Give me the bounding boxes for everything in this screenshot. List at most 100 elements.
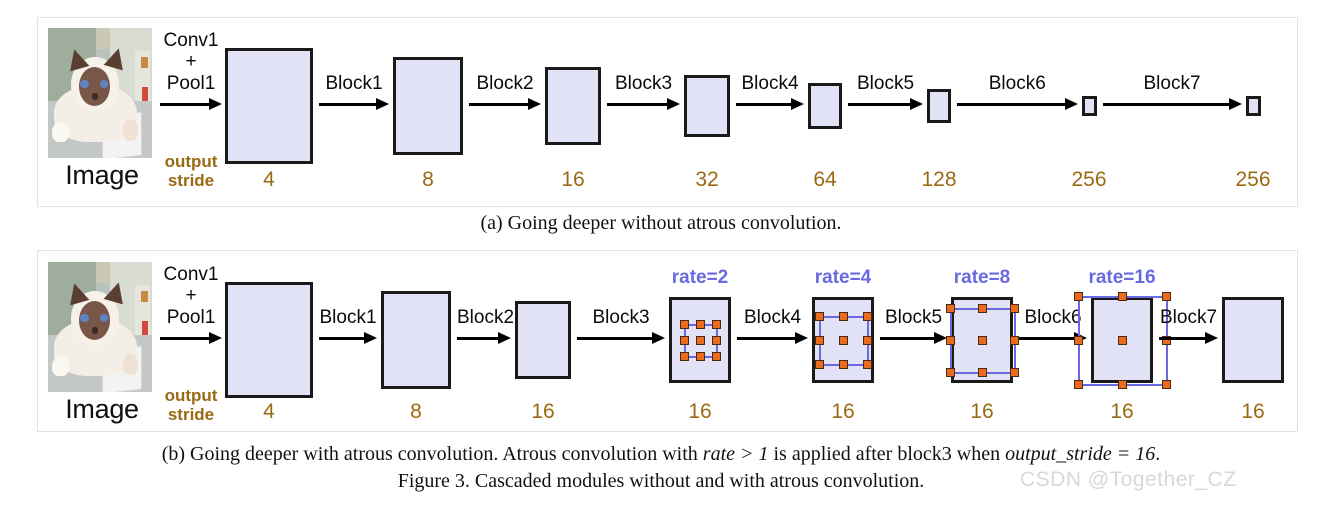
caption-b-math-rate: rate > 1 [702, 443, 769, 465]
feature-map-block-3-a [545, 67, 601, 145]
arrow-block6-a-head [1064, 98, 1078, 110]
output-stride-label-line-0: output [164, 152, 218, 171]
arrow-block4-a-head [791, 98, 804, 110]
arrow-block2-a-head [528, 98, 541, 110]
arrow-label-block7-b: Block7 [1159, 307, 1218, 328]
arrow-block4-b-head [795, 332, 808, 344]
arrow-label-block5-b: Block5 [884, 307, 943, 328]
arrow-label-block5-a: Block5 [856, 73, 915, 94]
atrous-dot-6-b-8 [1009, 367, 1019, 377]
feature-map-block-2-b [381, 291, 451, 389]
output-stride-value-8-a: 256 [1235, 168, 1271, 191]
atrous-dot-7-b-8 [1161, 379, 1171, 389]
input-image-a [48, 28, 152, 158]
feature-map-block-4-a [684, 75, 730, 137]
atrous-dot-7-b-0 [1073, 291, 1083, 301]
feature-map-block-7-a [1081, 96, 1097, 116]
output-stride-value-1-a: 4 [263, 168, 275, 191]
cat-photo-b [48, 262, 152, 392]
output-stride-value-7-a: 256 [1071, 168, 1107, 191]
output-stride-label-line-1: stride [167, 405, 215, 425]
feature-map-block-1-a [225, 48, 313, 164]
caption-b-math-output-stride: output_stride = 16 [1005, 443, 1156, 465]
output-stride-value-4-a: 32 [695, 168, 719, 191]
arrow-block3-b-shaft [577, 337, 653, 340]
arrow-block7-b-head [1205, 332, 1218, 344]
arrow-block5-a-shaft [848, 103, 911, 106]
feature-map-block-5-a [808, 83, 842, 129]
feature-map-block-6-a [927, 89, 951, 123]
atrous-dot-6-b-1 [977, 303, 987, 313]
arrow-label-block4-a: Block4 [741, 73, 799, 94]
stem-label-b: Conv1+Pool1 [160, 264, 222, 328]
arrow-block2-b-head [498, 332, 511, 344]
atrous-dot-5-b-4 [838, 335, 848, 345]
atrous-dot-4-b-6 [679, 351, 689, 361]
arrow-block7-a-head [1228, 98, 1242, 110]
arrow-label-block3-b: Block3 [592, 307, 650, 328]
arrow-label-block6-a: Block6 [988, 73, 1046, 94]
rate-label-4-b: rate=2 [671, 267, 729, 288]
arrow-block4-b-shaft [737, 337, 796, 340]
rate-label-6-b: rate=8 [953, 267, 1011, 288]
arrow-block6-a-shaft [957, 103, 1066, 106]
atrous-dot-6-b-7 [977, 367, 987, 377]
input-image-label-b: Image [65, 394, 139, 424]
atrous-dot-6-b-2 [1009, 303, 1019, 313]
arrow-block6-b-shaft [1019, 337, 1075, 340]
feature-map-block-1-b [225, 282, 313, 398]
figure-caption: Figure 3. Cascaded modules without and w… [397, 470, 925, 492]
arrow-block1-b-head [364, 332, 377, 344]
atrous-dot-6-b-4 [977, 335, 987, 345]
stem-label-line-1: + [185, 51, 197, 73]
arrow-block3-a-head [667, 98, 680, 110]
output-stride-value-2-b: 8 [410, 400, 422, 423]
atrous-dot-6-b-0 [945, 303, 955, 313]
output-stride-label-line-1: stride [167, 171, 215, 191]
output-stride-value-3-a: 16 [561, 168, 585, 191]
feature-map-block-8-b [1222, 297, 1284, 383]
output-stride-value-6-a: 128 [921, 168, 957, 191]
atrous-dot-4-b-5 [711, 335, 721, 345]
feature-map-block-2-a [393, 57, 463, 155]
output-stride-value-2-a: 8 [422, 168, 434, 191]
output-stride-value-5-a: 64 [813, 168, 837, 191]
atrous-dot-7-b-4 [1117, 335, 1127, 345]
arrow-label-block2-b: Block2 [457, 307, 515, 328]
atrous-dot-5-b-8 [862, 359, 872, 369]
atrous-dot-7-b-6 [1073, 379, 1083, 389]
atrous-dot-7-b-7 [1117, 379, 1127, 389]
atrous-dot-4-b-2 [711, 319, 721, 329]
caption-b: (b) Going deeper with atrous convolution… [0, 443, 1322, 466]
csdn-watermark: CSDN @Together_CZ [1020, 468, 1237, 491]
output-stride-value-8-b: 16 [1241, 400, 1265, 423]
atrous-dot-7-b-3 [1073, 335, 1083, 345]
stem-label-line-2: Pool1 [166, 306, 216, 328]
stem-label-line-1: + [185, 285, 197, 307]
arrow-stem-a-head [209, 98, 222, 110]
stem-label-line-2: Pool1 [166, 72, 216, 94]
arrow-block7-b-shaft [1159, 337, 1206, 340]
arrow-label-block2-a: Block2 [476, 73, 534, 94]
arrow-stem-b-shaft [160, 337, 210, 340]
arrow-block3-b-head [652, 332, 665, 344]
atrous-dot-4-b-4 [695, 335, 705, 345]
output-stride-value-5-b: 16 [831, 400, 855, 423]
input-image-label-a: Image [65, 160, 139, 190]
arrow-block3-a-shaft [607, 103, 668, 106]
atrous-dot-4-b-1 [695, 319, 705, 329]
arrow-block4-a-shaft [736, 103, 792, 106]
atrous-dot-4-b-3 [679, 335, 689, 345]
cat-photo-a [48, 28, 152, 158]
arrow-block1-b-shaft [319, 337, 365, 340]
atrous-dot-5-b-2 [862, 311, 872, 321]
atrous-dot-6-b-3 [945, 335, 955, 345]
arrow-block1-a-head [376, 98, 389, 110]
caption-b-text-1: (b) Going deeper with atrous convolution… [161, 443, 703, 465]
arrow-label-block6-b: Block6 [1024, 307, 1082, 328]
stem-label-a: Conv1+Pool1 [160, 30, 222, 94]
atrous-dot-4-b-8 [711, 351, 721, 361]
arrow-label-block1-b: Block1 [319, 307, 377, 328]
feature-map-block-3-b [515, 301, 571, 379]
